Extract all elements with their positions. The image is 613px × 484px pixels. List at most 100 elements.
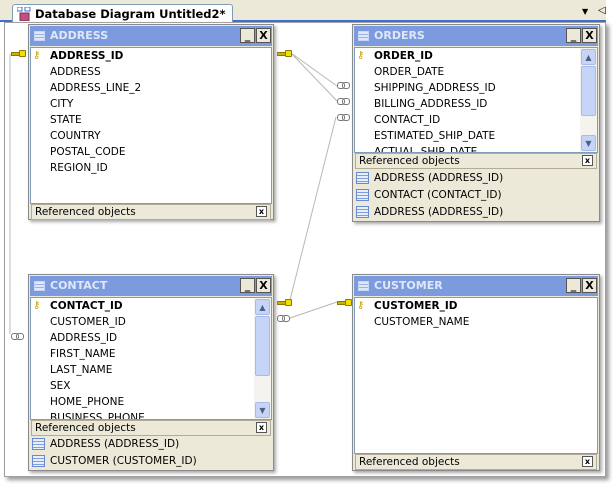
column-row[interactable]: ADDRESS_LINE_2 [50,82,142,94]
table-name: ORDERS [374,29,425,42]
key-icon: ⚷ [33,300,41,311]
key-icon: ⚷ [33,50,41,61]
vertical-scrollbar[interactable]: ▲ ▼ [254,298,271,419]
foreign-key-connector-icon [337,82,350,89]
referenced-object-item[interactable]: CONTACT (CONTACT_ID) [356,187,502,203]
table-icon [356,189,369,201]
table-title-bar[interactable]: ADDRESS _X [30,26,272,46]
table-icon [34,31,45,41]
column-row[interactable]: STATE [50,114,82,126]
close-referenced-button[interactable]: x [256,206,267,217]
table-name: CUSTOMER [374,279,443,292]
column-row[interactable]: ⚷ORDER_ID [357,50,433,62]
close-button[interactable]: X [582,278,597,293]
primary-key-connector-icon [277,50,292,57]
column-row[interactable]: ADDRESS [50,66,101,78]
minimize-button[interactable]: _ [566,28,581,43]
close-button[interactable]: X [256,278,271,293]
scroll-thumb[interactable] [255,316,270,376]
key-icon: ⚷ [357,300,365,311]
table-icon [358,31,369,41]
diagram-icon [17,7,31,21]
foreign-key-connector-icon [337,114,350,121]
close-button[interactable]: X [256,28,271,43]
relation-line-address-orders-shipping [290,52,338,87]
scroll-down-button[interactable]: ▼ [581,135,596,151]
vertical-scrollbar[interactable]: ▲ ▼ [580,48,597,152]
column-row[interactable]: BUSINESS_PHONE [50,412,145,420]
column-row[interactable]: CUSTOMER_NAME [374,316,470,328]
table-customer[interactable]: CUSTOMER _X ⚷CUSTOMER_ID CUSTOMER_NAME R… [352,274,600,471]
tab-bar: Database Diagram Untitled2* ▼ ◁ [0,0,606,23]
column-row[interactable]: BILLING_ADDRESS_ID [374,98,488,110]
table-icon [32,438,45,450]
column-list: ⚷CONTACT_ID CUSTOMER_ID ADDRESS_ID FIRST… [30,297,272,420]
column-row[interactable]: CITY [50,98,74,110]
table-icon [358,281,369,291]
minimize-button[interactable]: _ [240,278,255,293]
scroll-up-button[interactable]: ▲ [255,299,270,315]
foreign-key-connector-icon [337,98,350,105]
column-row[interactable]: ORDER_DATE [374,66,445,78]
minimize-button[interactable]: _ [240,28,255,43]
scroll-down-button[interactable]: ▼ [255,402,270,418]
tab-title: Database Diagram Untitled2* [35,7,226,21]
primary-key-connector-icon [277,299,292,306]
relation-line-address-orders-billing [290,52,338,102]
column-list: ⚷ORDER_ID ORDER_DATE SHIPPING_ADDRESS_ID… [354,47,598,153]
key-icon: ⚷ [357,50,365,61]
column-row[interactable]: SHIPPING_ADDRESS_ID [374,82,496,94]
column-row[interactable]: SEX [50,380,71,392]
relation-line-contact-orders [289,116,337,301]
tab-database-diagram[interactable]: Database Diagram Untitled2* [12,4,233,23]
table-name: ADDRESS [50,29,109,42]
scroll-up-button[interactable]: ▲ [581,49,596,65]
column-row[interactable]: ACTUAL_SHIP_DATE [374,146,478,153]
column-row[interactable]: ⚷CUSTOMER_ID [357,300,458,312]
referenced-object-item[interactable]: ADDRESS (ADDRESS_ID) [32,436,179,452]
column-list: ⚷ADDRESS_ID ADDRESS ADDRESS_LINE_2 CITY … [30,47,272,204]
column-row[interactable]: REGION_ID [50,162,108,174]
primary-key-connector-icon [11,50,26,57]
restore-icon[interactable]: ◁ [598,5,606,16]
table-name: CONTACT [50,279,108,292]
table-title-bar[interactable]: CUSTOMER _X [354,276,598,296]
tab-list-dropdown-icon[interactable]: ▼ [582,7,589,16]
close-referenced-button[interactable]: x [582,456,593,467]
column-row[interactable]: FIRST_NAME [50,348,116,360]
referenced-object-item[interactable]: ADDRESS (ADDRESS_ID) [356,204,503,220]
close-referenced-button[interactable]: x [256,422,267,433]
table-icon [32,455,45,467]
referenced-object-item[interactable]: ADDRESS (ADDRESS_ID) [356,170,503,186]
close-referenced-button[interactable]: x [582,155,593,166]
column-row[interactable]: POSTAL_CODE [50,146,126,158]
column-row[interactable]: ADDRESS_ID [50,332,118,344]
table-orders[interactable]: ORDERS _X ⚷ORDER_ID ORDER_DATE SHIPPING_… [352,24,600,222]
referenced-object-item[interactable]: CUSTOMER (CUSTOMER_ID) [32,453,197,469]
column-row[interactable]: CUSTOMER_ID [50,316,126,328]
table-contact[interactable]: CONTACT _X ⚷CONTACT_ID CUSTOMER_ID ADDRE… [28,274,274,471]
column-row[interactable]: LAST_NAME [50,364,113,376]
column-row[interactable]: ESTIMATED_SHIP_DATE [374,130,496,142]
foreign-key-connector-icon [11,333,24,340]
table-icon [34,281,45,291]
column-row[interactable]: CONTACT_ID [374,114,441,126]
table-address[interactable]: ADDRESS _X ⚷ADDRESS_ID ADDRESS ADDRESS_L… [28,24,274,220]
minimize-button[interactable]: _ [566,278,581,293]
table-title-bar[interactable]: ORDERS _X [354,26,598,46]
table-title-bar[interactable]: CONTACT _X [30,276,272,296]
relation-line-customer-contact [289,301,338,319]
scroll-thumb[interactable] [581,66,596,116]
column-list: ⚷CUSTOMER_ID CUSTOMER_NAME [354,297,598,454]
foreign-key-connector-icon [277,315,290,322]
column-row[interactable]: HOME_PHONE [50,396,125,408]
primary-key-connector-icon [337,299,352,306]
column-row[interactable]: ⚷CONTACT_ID [33,300,123,312]
column-row[interactable]: ⚷ADDRESS_ID [33,50,124,62]
close-button[interactable]: X [582,28,597,43]
column-row[interactable]: COUNTRY [50,130,101,142]
